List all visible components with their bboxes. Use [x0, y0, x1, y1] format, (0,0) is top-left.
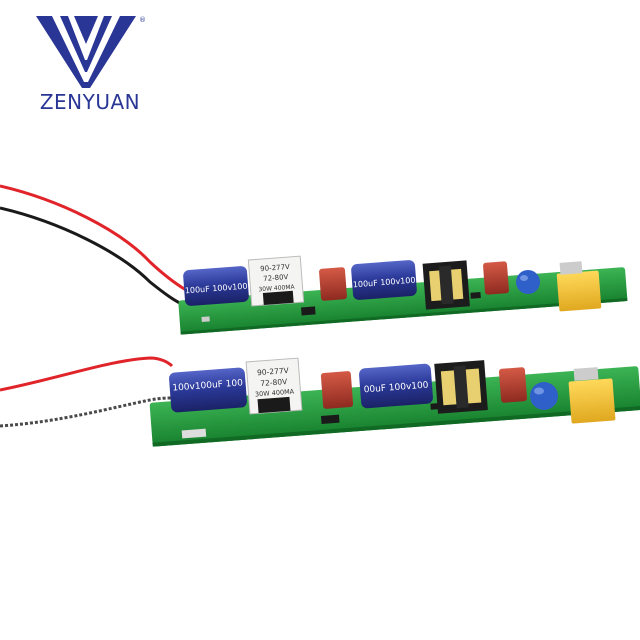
red-wire-1 — [0, 184, 187, 292]
zenyuan-logo: ® ZENYUAN — [28, 16, 152, 116]
transformer-label-2a-line1: 90-277V — [257, 366, 290, 377]
electrolytic-capacitor-1a: 100uF 100v100 — [183, 266, 249, 306]
electrolytic-capacitor-2b: 00uF 100v100 — [359, 363, 433, 409]
led-driver-board-1: 100uF 100v100 90-277V 72-80V 30W 400MA 1… — [0, 184, 628, 335]
black-wire-1 — [0, 206, 187, 308]
red-wire-2 — [0, 356, 174, 392]
film-capacitor-1a — [319, 267, 347, 301]
led-driver-board-2: 100v100uF 100 90-277V 72-80V 30W 400MA 0… — [0, 356, 640, 447]
zenyuan-logo-mark-icon — [36, 16, 136, 88]
ferrite-transformer-1 — [422, 260, 470, 310]
ferrite-transformer-2 — [434, 360, 488, 414]
x-capacitor-2 — [568, 378, 616, 424]
transformer-label-1a-line2: 72-80V — [263, 273, 289, 283]
transformer-1a: 90-277V 72-80V 30W 400MA — [247, 255, 305, 307]
x-capacitor-1 — [556, 270, 602, 312]
film-capacitor-2b — [498, 367, 528, 403]
black-wire-2 — [0, 396, 173, 428]
logo-wordmark: ZENYUAN — [39, 90, 141, 114]
electrolytic-capacitor-1b: 100uF 100v100 — [351, 260, 417, 300]
electrolytic-capacitor-2a: 100v100uF 100 — [169, 367, 247, 413]
capacitor-label-2b: 00uF 100v100 — [363, 381, 429, 396]
registered-mark: ® — [139, 16, 146, 24]
transformer-label-1a-line1: 90-277V — [260, 263, 290, 273]
ceramic-capacitor-2 — [530, 382, 558, 410]
transformer-label-1a-line3: 30W 400MA — [258, 284, 296, 294]
transformer-2a: 90-277V 72-80V 30W 400MA — [245, 357, 303, 415]
transformer-label-2a-line2: 72-80V — [260, 377, 288, 388]
transformer-label-2a-line3: 30W 400MA — [255, 387, 295, 398]
pcb-board-1 — [178, 267, 628, 335]
film-capacitor-2a — [320, 371, 354, 409]
film-capacitor-1b — [483, 261, 509, 295]
ceramic-capacitor-1 — [516, 270, 540, 294]
